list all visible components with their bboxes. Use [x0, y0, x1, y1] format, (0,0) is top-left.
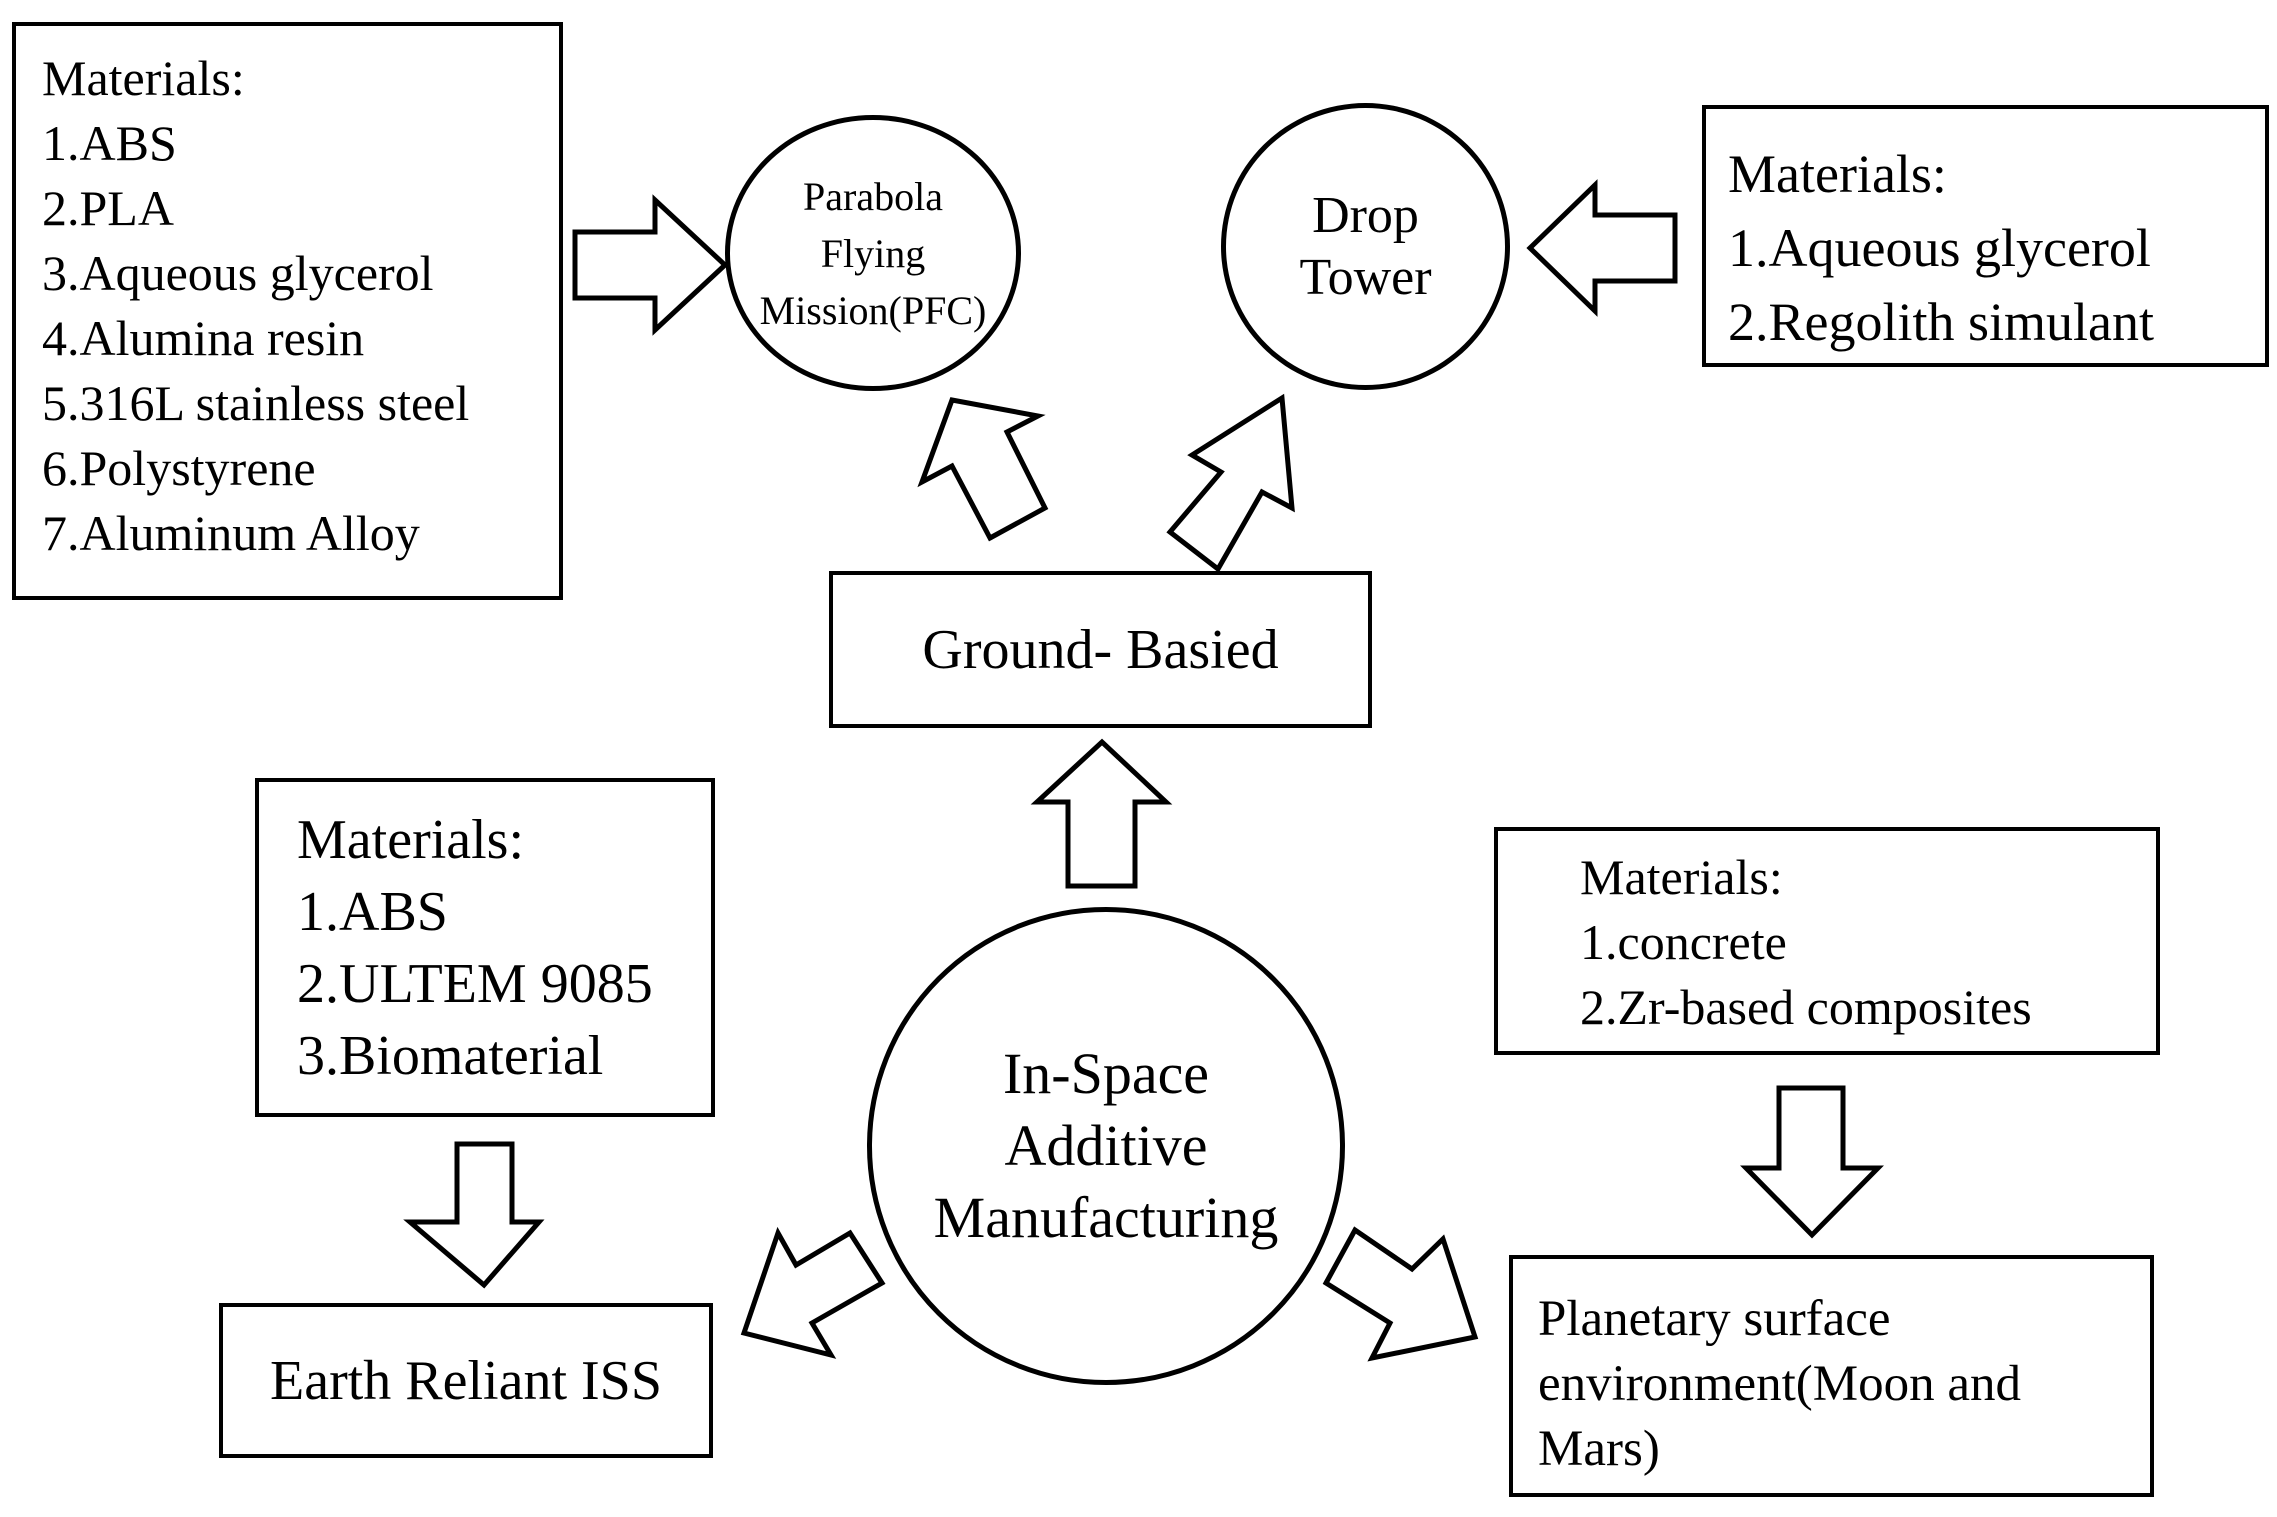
planetary-surface-box: Planetary surface environment(Moon and M… [1509, 1255, 2154, 1497]
drop-tower-materials-item: 1.Aqueous glycerol [1728, 218, 2151, 278]
planetary-line: Planetary surface [1538, 1291, 1891, 1347]
arrow-ground-to-drop-tower [1166, 393, 1295, 573]
center-line: Manufacturing [933, 1185, 1279, 1250]
center-line: In-Space [1002, 1041, 1210, 1106]
iss-materials-title: Materials: [297, 809, 525, 871]
in-space-additive-manufacturing-node: In-Space Additive Manufacturing [867, 907, 1345, 1385]
arrow-ground-to-parabola [917, 397, 1049, 542]
arrow-materials-to-parabola [572, 194, 729, 336]
parabola-materials-item: 6.Polystyrene [42, 440, 316, 496]
parabola-materials-item: 1.ABS [42, 115, 177, 171]
iss-materials-item: 2.ULTEM 9085 [297, 953, 653, 1015]
arrow-center-to-planetary [1322, 1226, 1479, 1362]
planetary-materials-item: 2.Zr-based composites [1580, 979, 2032, 1035]
arrow-materials-to-iss [403, 1141, 545, 1289]
parabola-line: Flying [820, 230, 926, 276]
planetary-line: Mars) [1538, 1421, 1660, 1477]
parabola-materials-title: Materials: [42, 50, 245, 106]
arrow-materials-to-drop-tower [1526, 179, 1678, 317]
drop-tower-materials-item: 2.Regolith simulant [1728, 292, 2154, 352]
parabola-materials-item: 7.Aluminum Alloy [42, 505, 420, 561]
earth-reliant-iss-box: Earth Reliant ISS [219, 1303, 713, 1458]
arrow-center-to-ground [1030, 738, 1173, 889]
parabola-materials-box: Materials: 1.ABS 2.PLA 3.Aqueous glycero… [12, 22, 563, 600]
earth-reliant-iss-label: Earth Reliant ISS [270, 1349, 662, 1412]
arrow-center-to-iss [740, 1226, 886, 1359]
ground-based-label: Ground- Basied [922, 618, 1279, 681]
drop-tower-line: Tower [1299, 248, 1432, 306]
planetary-materials-item: 1.concrete [1580, 914, 1787, 970]
drop-tower-materials-title: Materials: [1728, 144, 1947, 204]
iss-materials-box: Materials: 1.ABS 2.ULTEM 9085 3.Biomater… [255, 778, 715, 1117]
center-line: Additive [1004, 1113, 1208, 1178]
arrow-materials-to-planetary [1740, 1085, 1884, 1239]
iss-materials-item: 3.Biomaterial [297, 1025, 604, 1087]
parabola-materials-item: 5.316L stainless steel [42, 375, 470, 431]
planetary-line: environment(Moon and [1538, 1356, 2021, 1412]
drop-tower-node: Drop Tower [1221, 103, 1510, 390]
parabola-line: Mission(PFC) [759, 287, 987, 333]
parabola-materials-item: 3.Aqueous glycerol [42, 245, 434, 301]
drop-tower-line: Drop [1312, 186, 1419, 244]
drop-tower-materials-box: Materials: 1.Aqueous glycerol 2.Regolith… [1702, 105, 2269, 367]
planetary-materials-box: Materials: 1.concrete 2.Zr-based composi… [1494, 827, 2160, 1055]
parabola-line: Parabola [803, 173, 943, 219]
iss-materials-item: 1.ABS [297, 881, 448, 943]
parabola-flying-mission-node: Parabola Flying Mission(PFC) [725, 115, 1021, 391]
ground-based-box: Ground- Basied [829, 571, 1372, 728]
parabola-materials-item: 4.Alumina resin [42, 310, 365, 366]
planetary-materials-title: Materials: [1580, 849, 1783, 905]
parabola-materials-item: 2.PLA [42, 180, 174, 236]
